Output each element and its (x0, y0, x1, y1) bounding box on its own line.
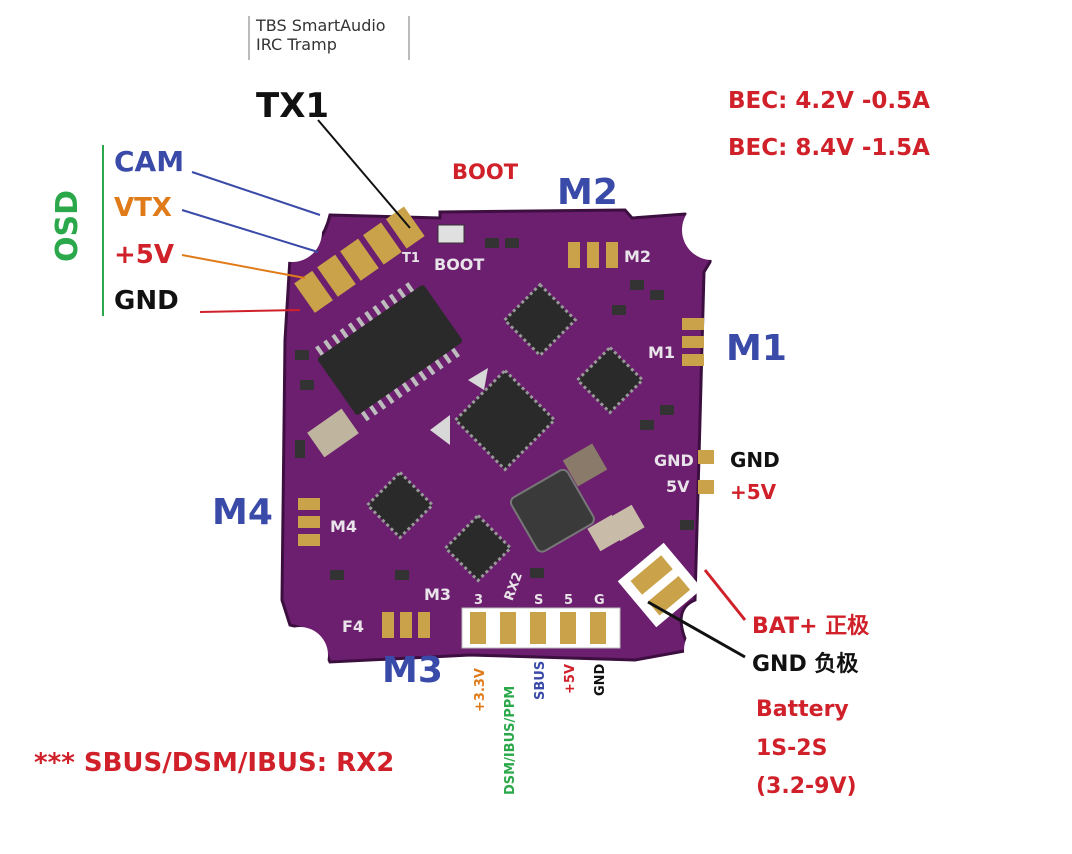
cam-leader (191, 171, 321, 216)
bec-label-1: BEC: 4.2V -0.5A (728, 88, 930, 114)
mount-hole-tl (262, 202, 322, 262)
plus5v-label: +5V (114, 240, 174, 270)
bec-label-2: BEC: 8.4V -1.5A (728, 135, 930, 161)
esc-chip-2 (575, 345, 645, 415)
capacitor-3 (607, 504, 645, 542)
receiver-pads (461, 607, 621, 649)
vtx-leader (181, 209, 319, 253)
pin-label-gnd: GND (593, 663, 608, 696)
esc-chip-1 (502, 282, 578, 358)
arrow-marks (430, 368, 488, 445)
mount-hole-tr (682, 200, 742, 260)
f4-pads (382, 612, 430, 638)
note-line-1: TBS SmartAudio (256, 16, 386, 35)
silk-pin-5: 5 (564, 593, 573, 608)
m2-label: M2 (557, 172, 618, 213)
silk-boot: BOOT (434, 255, 484, 274)
boot-pads (437, 224, 465, 244)
footnote: *** SBUS/DSM/IBUS: RX2 (34, 748, 395, 778)
esc-chip-4 (443, 513, 513, 583)
pin-label-sbus: SBUS (533, 660, 548, 700)
m4-label: M4 (212, 492, 273, 533)
m1-pads (682, 318, 704, 366)
silk-pin-3: 3 (474, 593, 483, 608)
smd-components (295, 238, 694, 580)
silk-gnd: GND (654, 451, 694, 470)
note-line-2: IRC Tramp (256, 35, 337, 54)
silk-pin-g: G (594, 593, 605, 608)
silk-m2: M2 (624, 247, 651, 266)
battery-label-3: (3.2-9V) (756, 774, 857, 799)
gnd-leader (199, 309, 301, 313)
mount-hole-bl (272, 627, 328, 683)
gnd-label: GND (114, 286, 179, 316)
silk-f4: F4 (342, 617, 364, 636)
inductor (509, 468, 595, 553)
vtx-protocol-note: TBS SmartAudio IRC Tramp (248, 16, 410, 60)
silk-pin-s: S (534, 593, 543, 608)
pin-label-3v3: +3.3V (473, 668, 488, 712)
5v-leader (181, 254, 306, 279)
battery-pads (617, 542, 703, 628)
boot-label: BOOT (452, 160, 519, 184)
vtx-label: VTX (114, 193, 172, 223)
tx1-label: TX1 (256, 86, 330, 126)
gnd-neg-label: GND 负极 (752, 652, 859, 677)
gnd-bat-leader (647, 600, 746, 659)
silk-t1: T1 (402, 251, 420, 266)
pin-label-5v: +5V (563, 664, 578, 694)
m4-pads (298, 498, 320, 546)
silk-m4: M4 (330, 517, 357, 536)
capacitor-1 (562, 443, 608, 487)
esc-chip-3 (365, 470, 435, 540)
plus5v-right-label: +5V (730, 480, 777, 504)
battery-label-2: 1S-2S (756, 736, 828, 761)
osd-chip (315, 282, 463, 422)
bat-leader (703, 569, 747, 621)
gnd-5v-pads (698, 450, 714, 494)
silk-5v: 5V (666, 477, 690, 496)
osd-pads (294, 206, 425, 313)
tx1-leader (317, 119, 411, 229)
m1-label: M1 (726, 328, 787, 369)
bat-plus-label: BAT+ 正极 (752, 614, 870, 639)
pin-label-dsm: DSM/IBUS/PPM (503, 685, 518, 795)
battery-label-1: Battery (756, 697, 849, 722)
cam-label: CAM (114, 145, 185, 178)
m3-label: M3 (382, 650, 443, 691)
gyro-cap (307, 408, 359, 458)
silk-m1: M1 (648, 343, 675, 362)
osd-label: OSD (50, 189, 85, 262)
silk-m3: M3 (424, 585, 451, 604)
gnd-right-label: GND (730, 448, 780, 472)
mount-hole-br (684, 622, 740, 678)
m2-pads (568, 242, 618, 268)
